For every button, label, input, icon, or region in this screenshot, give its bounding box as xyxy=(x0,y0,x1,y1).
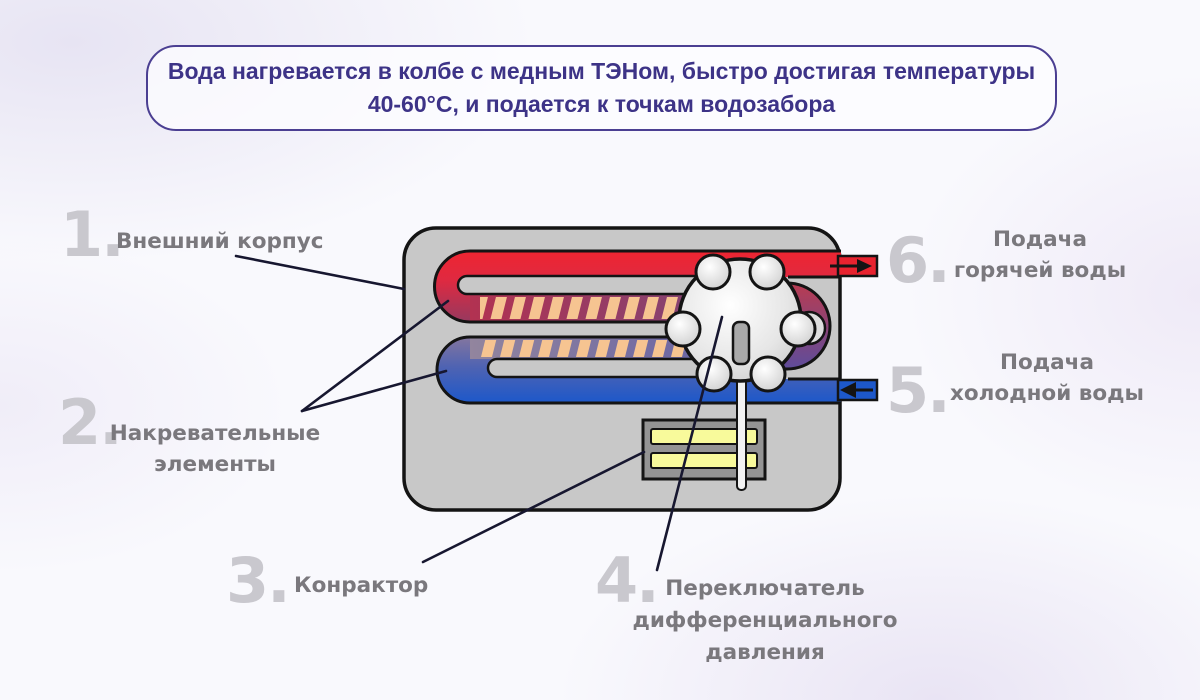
callout-label-1: Внешний корпус xyxy=(116,229,324,254)
hot-water-tube-outline xyxy=(433,249,841,324)
callout-label-5: Подача холодной воды xyxy=(936,347,1158,409)
callout-line-3 xyxy=(421,450,646,564)
callout-line-4 xyxy=(655,315,724,572)
wheel-ball-top-right xyxy=(748,253,786,291)
callout-label-2-line1: Накревательные xyxy=(109,421,321,446)
callout-number-5: 5. xyxy=(886,354,951,427)
wheel-ball-bottom-right xyxy=(749,355,787,393)
callout-label-6: Подача горячей воды xyxy=(930,224,1150,286)
banner-line2: 40-60°C, и подается к точкам водозабора xyxy=(367,91,836,117)
callout-label-6-line1: Подача xyxy=(993,227,1087,252)
hot-flow-arrow-icon xyxy=(857,259,872,273)
callout-number-6: 6. xyxy=(886,224,951,297)
wheel-ball-top-left xyxy=(694,253,732,291)
callout-line-2a xyxy=(300,299,450,413)
callout-label-2: Накревательные элементы xyxy=(100,418,330,480)
callout-label-5-line2: холодной воды xyxy=(950,381,1144,406)
banner: Вода нагревается в колбе с медным ТЭНом,… xyxy=(146,45,1057,131)
callout-label-4: Переключатель дифференциального давления xyxy=(570,573,960,669)
callout-number-4: 4. xyxy=(595,544,660,617)
callout-line-2b xyxy=(300,369,448,413)
callout-number-2: 2. xyxy=(58,386,123,459)
callout-line-1 xyxy=(234,254,406,291)
callout-label-2-line2: элементы xyxy=(154,452,276,477)
callout-label-5-line1: Подача xyxy=(1000,350,1094,375)
callout-label-6-line2: горячей воды xyxy=(953,258,1127,283)
cold-tube-notch-outline xyxy=(486,357,780,379)
cold-water-tube-outline xyxy=(435,335,841,405)
banner-line1: Вода нагревается в колбе с медным ТЭНом,… xyxy=(167,58,1036,84)
contactor-bar-bottom xyxy=(650,452,758,469)
hot-tube-notch-outline xyxy=(456,274,780,296)
cold-flow-arrow-icon xyxy=(840,382,856,398)
wheel-ball-bottom-left xyxy=(695,355,733,393)
callout-number-3: 3. xyxy=(226,544,291,617)
wheel-ball-right xyxy=(779,310,817,348)
callout-label-3: Конрактор xyxy=(294,573,429,598)
contactor-bar-top xyxy=(650,428,758,445)
switch-handle xyxy=(731,320,751,366)
callout-label-4-line2: дифференциального давления xyxy=(632,608,898,665)
wheel-ball-left xyxy=(664,310,702,348)
callout-label-4-line1: Переключатель xyxy=(665,576,865,601)
callout-number-1: 1. xyxy=(60,198,125,271)
